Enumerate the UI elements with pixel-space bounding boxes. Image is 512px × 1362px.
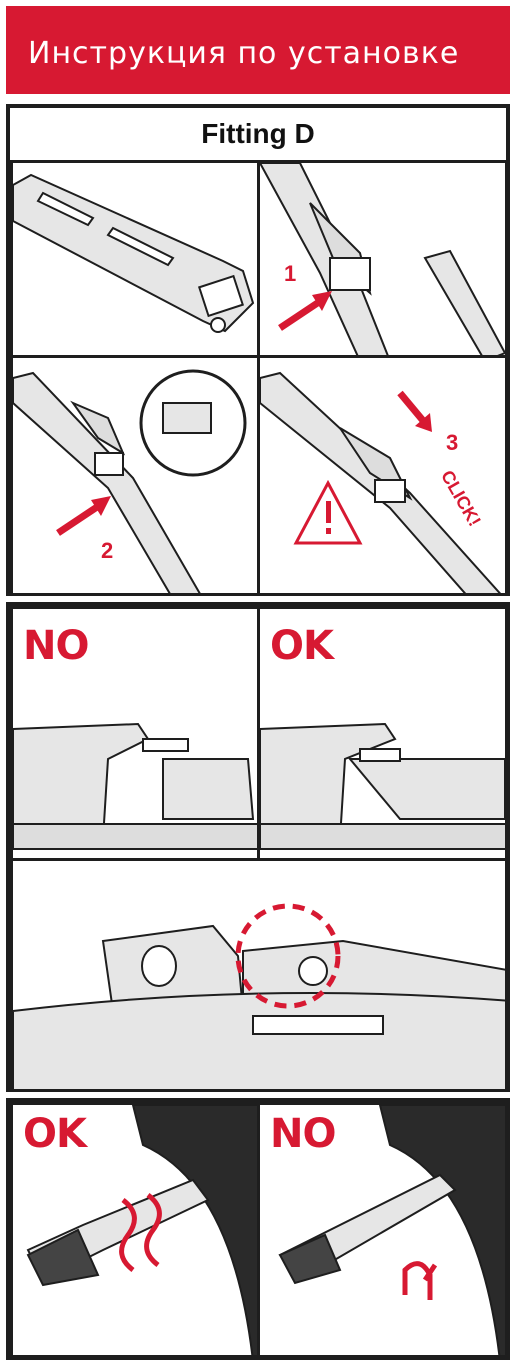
detail-illustration [13,903,505,1089]
comparison-panel-top: NO OK [6,602,510,1092]
correct-mount-illustration [26,1105,257,1355]
wrong-mount-cell: NO [257,1102,508,1358]
wrong-mount-illustration [278,1105,505,1355]
fitting-title: Fitting D [10,108,506,163]
wrong-fit-illustration [13,722,257,850]
attach-step-1-illustration [260,163,505,355]
comparison-panel-bottom: OK NO [6,1098,510,1360]
step-number-3: 3 [446,430,459,455]
correct-mount-label: OK [23,1111,87,1157]
fitting-panel: Fitting D 1 [6,104,510,596]
attach-step-2-illustration [13,369,247,593]
correct-fit-cell: OK [257,606,508,861]
header-banner: Инструкция по установке [6,6,510,94]
correct-label: OK [270,623,334,669]
step-number-1: 1 [284,261,297,286]
correct-fit-illustration [260,722,505,850]
step-cell-3: 3 CLICK! [257,355,508,596]
wrong-mount-label: NO [270,1111,336,1157]
step-cell-1: 1 [257,160,508,358]
page-title: Инструкция по установке [28,36,460,71]
correct-mount-cell: OK [10,1102,260,1358]
attach-step-3-illustration [260,371,501,593]
step-cell-2: 2 [10,355,260,596]
wiper-arm-illustration [13,173,255,333]
step-cell-adapter [10,160,260,358]
wrong-label: NO [23,623,89,669]
wrong-fit-cell: NO [10,606,260,861]
step-number-2: 2 [101,538,114,563]
detail-cell [10,858,508,1092]
